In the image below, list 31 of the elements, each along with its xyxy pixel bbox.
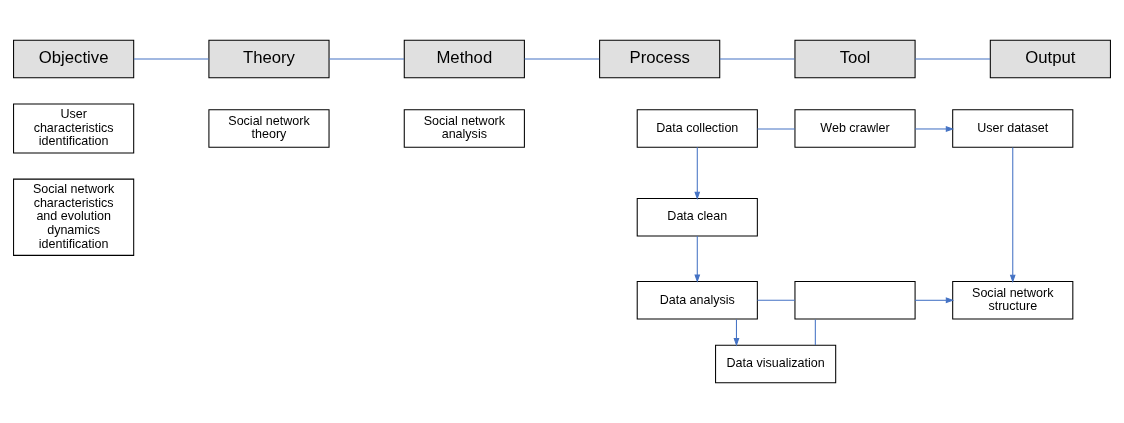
connector: [914, 58, 991, 60]
node-box: Process: [599, 39, 721, 79]
node-box: Data visualization: [715, 344, 837, 384]
connector: [756, 128, 796, 130]
node-box: Objective: [13, 39, 135, 79]
node-box: Social network structure: [952, 280, 1074, 320]
node-box: Tool: [794, 39, 916, 79]
connector: [133, 58, 210, 60]
node-box: User characteristics identification: [13, 103, 135, 154]
node-box: Method: [403, 39, 525, 79]
node-box: Social network theory: [208, 109, 330, 148]
arrow: [694, 146, 701, 200]
arrow: [694, 235, 701, 283]
arrow: [914, 126, 955, 132]
node-box: Theory: [208, 39, 330, 79]
node-box: Social network analysis: [403, 109, 525, 148]
arrow: [914, 297, 955, 304]
arrow: [1009, 146, 1016, 283]
node-box: Data analysis: [636, 280, 758, 320]
node-box: Data clean: [636, 197, 758, 237]
node-box: Social network characteristics and evolution dynamics identification: [13, 178, 135, 256]
arrow: [733, 318, 740, 347]
connector: [719, 58, 796, 60]
connector: [328, 58, 405, 60]
node-box: User dataset: [952, 109, 1074, 148]
node-box: Output: [989, 39, 1111, 79]
connector: [814, 318, 816, 346]
connector: [756, 299, 796, 301]
node-box: [794, 280, 916, 320]
node-box: Web crawler: [794, 109, 916, 148]
node-box: Data collection: [636, 109, 758, 148]
